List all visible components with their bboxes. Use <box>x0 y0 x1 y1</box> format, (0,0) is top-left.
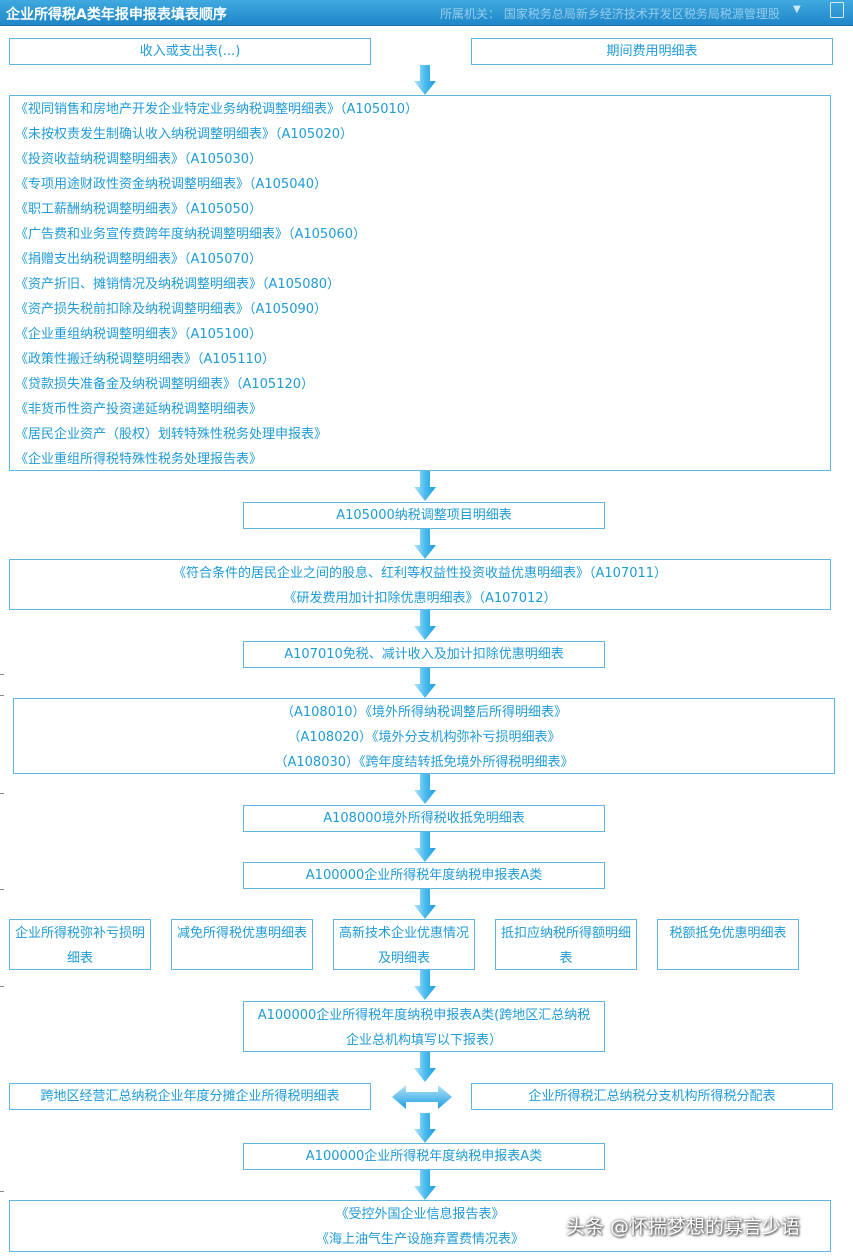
box-label-line: 企业所得税弥补亏损明 <box>14 926 145 941</box>
list-item[interactable]: 《广告费和业务宣传费跨年度纳税调整明细表》（A105060） <box>15 227 367 242</box>
a100000-final-label: A100000企业所得税年度纳税申报表A类 <box>305 1149 543 1164</box>
cross-right-label: 企业所得税汇总纳税分支机构所得税分配表 <box>528 1089 776 1104</box>
chevron-down-icon[interactable]: ▼ <box>793 4 801 15</box>
a100000-label: A100000企业所得税年度纳税申报表A类 <box>305 868 543 883</box>
box-label-line: 细表 <box>66 951 93 966</box>
edge-tick <box>0 793 4 794</box>
arrow-down-icon <box>414 610 436 640</box>
a105000-label: A105000纳税调整项目明细表 <box>336 508 512 523</box>
list-item[interactable]: 《捐赠支出纳税调整明细表》（A105070） <box>15 252 263 267</box>
edge-tick <box>0 674 4 675</box>
loss-compensation-box[interactable]: 企业所得税弥补亏损明 细表 <box>9 919 151 970</box>
department-selector[interactable]: 所属机关： 国家税务总局新乡经济技术开发区税务局税源管理股 <box>440 5 780 22</box>
a100000-final-box[interactable]: A100000企业所得税年度纳税申报表A类 <box>243 1143 605 1170</box>
box-label-line: 表 <box>559 951 573 966</box>
overseas-list-box: （A108010）《境外所得纳税调整后所得明细表》 （A108020）《境外分支… <box>13 698 835 774</box>
edge-tick <box>0 986 4 987</box>
arrow-down-icon <box>414 774 436 804</box>
arrow-down-icon <box>414 889 436 919</box>
a107010-box[interactable]: A107010免税、减计收入及加计扣除优惠明细表 <box>243 641 605 668</box>
list-item[interactable]: （A108020）《境外分支机构弥补亏损明细表》 <box>287 730 561 745</box>
list-item[interactable]: 《贷款损失准备金及纳税调整明细表》（A105120） <box>15 377 315 392</box>
tax-credit-box[interactable]: 税额抵免优惠明细表 <box>657 919 799 970</box>
department-label: 所属机关： <box>440 7 501 21</box>
box-label-line: 税额抵免优惠明细表 <box>669 926 787 941</box>
window-icon[interactable] <box>830 2 844 18</box>
edge-tick <box>0 889 4 890</box>
arrow-down-icon <box>414 471 436 501</box>
arrow-down-icon <box>414 832 436 862</box>
department-value: 国家税务总局新乡经济技术开发区税务局税源管理股 <box>503 7 780 21</box>
watermark: 头条 @怀揣梦想的寡言少语 <box>566 1216 801 1238</box>
taxable-income-deduction-box[interactable]: 抵扣应纳税所得额明细 表 <box>495 919 637 970</box>
arrow-down-icon <box>414 970 436 1000</box>
list-item[interactable]: 《职工薪酬纳税调整明细表》（A105050） <box>15 202 263 217</box>
list-item[interactable]: 《研发费用加计扣除优惠明细表》（A107012） <box>283 591 557 606</box>
list-item[interactable]: 《居民企业资产（股权）划转特殊性税务处理申报表》 <box>15 427 328 442</box>
a105000-box[interactable]: A105000纳税调整项目明细表 <box>243 502 605 529</box>
income-expense-label: 收入或支出表(...) <box>139 44 241 59</box>
list-item[interactable]: 《企业重组纳税调整明细表》（A105100） <box>15 327 263 342</box>
arrow-down-icon <box>414 668 436 698</box>
page-title: 企业所得税A类年报申报表填表顺序 <box>6 7 227 23</box>
tax-adjustment-list-box: 《视同销售和房地产开发企业特定业务纳税调整明细表》（A105010） 《未按权责发… <box>9 95 831 471</box>
list-item[interactable]: 《未按权责发生制确认收入纳税调整明细表》（A105020） <box>15 127 354 142</box>
preferential-list-box: 《符合条件的居民企业之间的股息、红利等权益性投资收益优惠明细表》（A107011… <box>9 559 831 610</box>
box-label-line: 减免所得税优惠明细表 <box>176 926 307 941</box>
foreign-offshore-list-box: 《受控外国企业信息报告表》 《海上油气生产设施弃置费情况表》 <box>9 1200 831 1252</box>
title-bar: 企业所得税A类年报申报表填表顺序 所属机关： 国家税务总局新乡经济技术开发区税务… <box>0 0 853 26</box>
period-expense-label: 期间费用明细表 <box>606 44 698 59</box>
arrow-down-icon <box>414 1052 436 1082</box>
arrow-down-icon <box>414 1170 436 1200</box>
list-item[interactable]: 《专项用途财政性资金纳税调整明细表》（A105040） <box>15 177 328 192</box>
arrow-down-icon <box>414 529 436 559</box>
box-label-line: 企业总机构填写以下报表） <box>345 1033 502 1048</box>
period-expense-box[interactable]: 期间费用明细表 <box>471 38 833 65</box>
edge-tick <box>0 695 4 696</box>
box-label-line: 高新技术企业优惠情况 <box>338 926 469 941</box>
arrow-down-icon <box>414 65 436 95</box>
list-item[interactable]: （A108030）《跨年度结转抵免境外所得税明细表》 <box>274 755 574 770</box>
box-label-line: 及明细表 <box>377 951 430 966</box>
list-item[interactable]: 《资产损失税前扣除及纳税调整明细表》（A105090） <box>15 302 328 317</box>
list-item[interactable]: 《资产折旧、摊销情况及纳税调整明细表》（A105080） <box>15 277 341 292</box>
edge-tick <box>0 1191 4 1192</box>
list-item[interactable]: 《企业重组所得税特殊性税务处理报告表》 <box>15 452 263 467</box>
arrow-down-icon <box>414 1113 436 1143</box>
box-label-line: 抵扣应纳税所得额明细 <box>500 926 631 941</box>
a100000-box[interactable]: A100000企业所得税年度纳税申报表A类 <box>243 862 605 889</box>
a100000-cross-region-box[interactable]: A100000企业所得税年度纳税申报表A类(跨地区汇总纳税 企业总机构填写以下报… <box>243 1001 605 1052</box>
cross-region-allocation-box[interactable]: 跨地区经营汇总纳税企业年度分摊企业所得税明细表 <box>9 1083 371 1110</box>
a108000-label: A108000境外所得税收抵免明细表 <box>323 811 525 826</box>
list-item[interactable]: 《非货币性资产投资递延纳税调整明细表》 <box>15 402 263 417</box>
list-item[interactable]: 《受控外国企业信息报告表》 <box>335 1207 505 1222</box>
list-item[interactable]: 《投资收益纳税调整明细表》（A105030） <box>15 152 263 167</box>
list-item[interactable]: 《政策性搬迁纳税调整明细表》（A105110） <box>15 352 276 367</box>
list-item[interactable]: 《符合条件的居民企业之间的股息、红利等权益性投资收益优惠明细表》（A107011… <box>172 566 668 581</box>
list-item[interactable]: （A108010）《境外所得纳税调整后所得明细表》 <box>280 705 568 720</box>
a107010-label: A107010免税、减计收入及加计扣除优惠明细表 <box>284 647 564 662</box>
list-item[interactable]: 《海上油气生产设施弃置费情况表》 <box>315 1232 524 1247</box>
list-item[interactable]: 《视同销售和房地产开发企业特定业务纳税调整明细表》（A105010） <box>15 102 419 117</box>
double-arrow-icon <box>392 1084 452 1110</box>
cross-left-label: 跨地区经营汇总纳税企业年度分摊企业所得税明细表 <box>40 1089 340 1104</box>
box-label-line: A100000企业所得税年度纳税申报表A类(跨地区汇总纳税 <box>257 1008 591 1023</box>
branch-distribution-box[interactable]: 企业所得税汇总纳税分支机构所得税分配表 <box>471 1083 833 1110</box>
a108000-box[interactable]: A108000境外所得税收抵免明细表 <box>243 805 605 832</box>
income-expense-box[interactable]: 收入或支出表(...) <box>9 38 371 65</box>
tax-relief-box[interactable]: 减免所得税优惠明细表 <box>171 919 313 970</box>
high-tech-box[interactable]: 高新技术企业优惠情况 及明细表 <box>333 919 475 970</box>
